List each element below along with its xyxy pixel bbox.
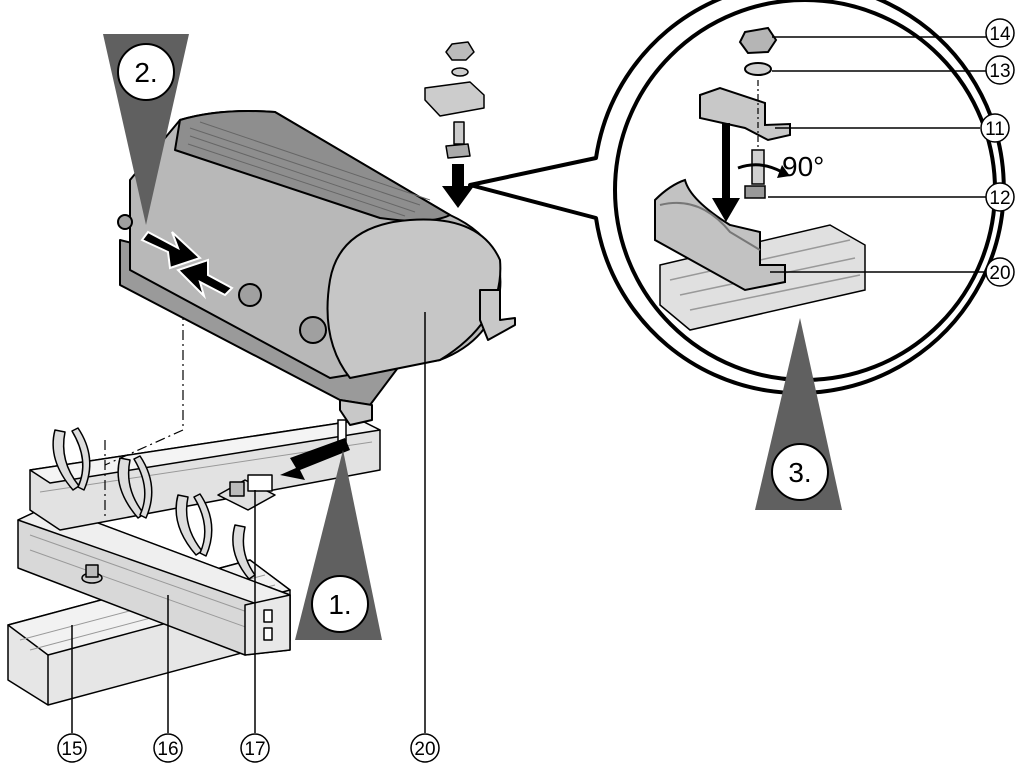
callout-11: 11	[980, 113, 1010, 143]
callout-16: 16	[153, 733, 183, 763]
step-marker-1: 1.	[295, 450, 382, 640]
small-tnut	[445, 143, 471, 159]
rotation-angle-label: 90°	[782, 151, 824, 182]
svg-text:17: 17	[244, 739, 265, 760]
detail-nut-washer	[738, 26, 778, 76]
svg-text:20: 20	[414, 739, 435, 760]
alignment-lines	[104, 230, 184, 520]
device-housing	[117, 110, 516, 426]
callout-20-detail: 20	[985, 257, 1015, 287]
callout-15: 15	[57, 733, 87, 763]
svg-text:11: 11	[985, 119, 1005, 140]
callout-leaders	[71, 36, 986, 733]
small-washer	[451, 67, 469, 77]
detail-bolt	[744, 149, 766, 199]
small-bolt	[453, 121, 465, 145]
svg-text:20: 20	[989, 263, 1010, 284]
small-parts-exploded	[424, 41, 485, 159]
step-1-label: 1.	[328, 589, 351, 620]
svg-text:15: 15	[61, 739, 82, 760]
callout-13: 13	[985, 55, 1015, 85]
housing-bracket	[654, 178, 786, 292]
rotation-arrow	[737, 163, 783, 174]
rail-bolt	[81, 564, 103, 584]
down-arrow-small	[442, 164, 474, 208]
slide-arrow	[280, 419, 350, 480]
callout-14: 14	[985, 18, 1015, 48]
mounting-rail-assembly	[7, 419, 381, 706]
small-nut	[445, 41, 475, 61]
callout-12: 12	[985, 182, 1015, 212]
housing-ribs	[187, 121, 431, 217]
detail-magnifier	[468, 0, 1006, 395]
small-clamp	[424, 81, 485, 117]
svg-text:14: 14	[989, 24, 1011, 45]
callout-20-main: 20	[410, 733, 440, 763]
step-2-label: 2.	[134, 57, 157, 88]
svg-text:13: 13	[989, 61, 1010, 82]
step-marker-2: 2.	[103, 34, 189, 225]
pipe-clamps	[52, 427, 256, 580]
callout-17: 17	[240, 733, 270, 763]
cross-rail	[17, 504, 291, 656]
step-marker-3: 3.	[755, 318, 842, 510]
step-3-label: 3.	[788, 457, 811, 488]
svg-text:12: 12	[989, 188, 1010, 209]
push-arrows	[140, 230, 234, 300]
detail-down-arrow	[712, 123, 740, 222]
svg-text:16: 16	[157, 739, 178, 760]
fastening-nut	[217, 474, 276, 511]
